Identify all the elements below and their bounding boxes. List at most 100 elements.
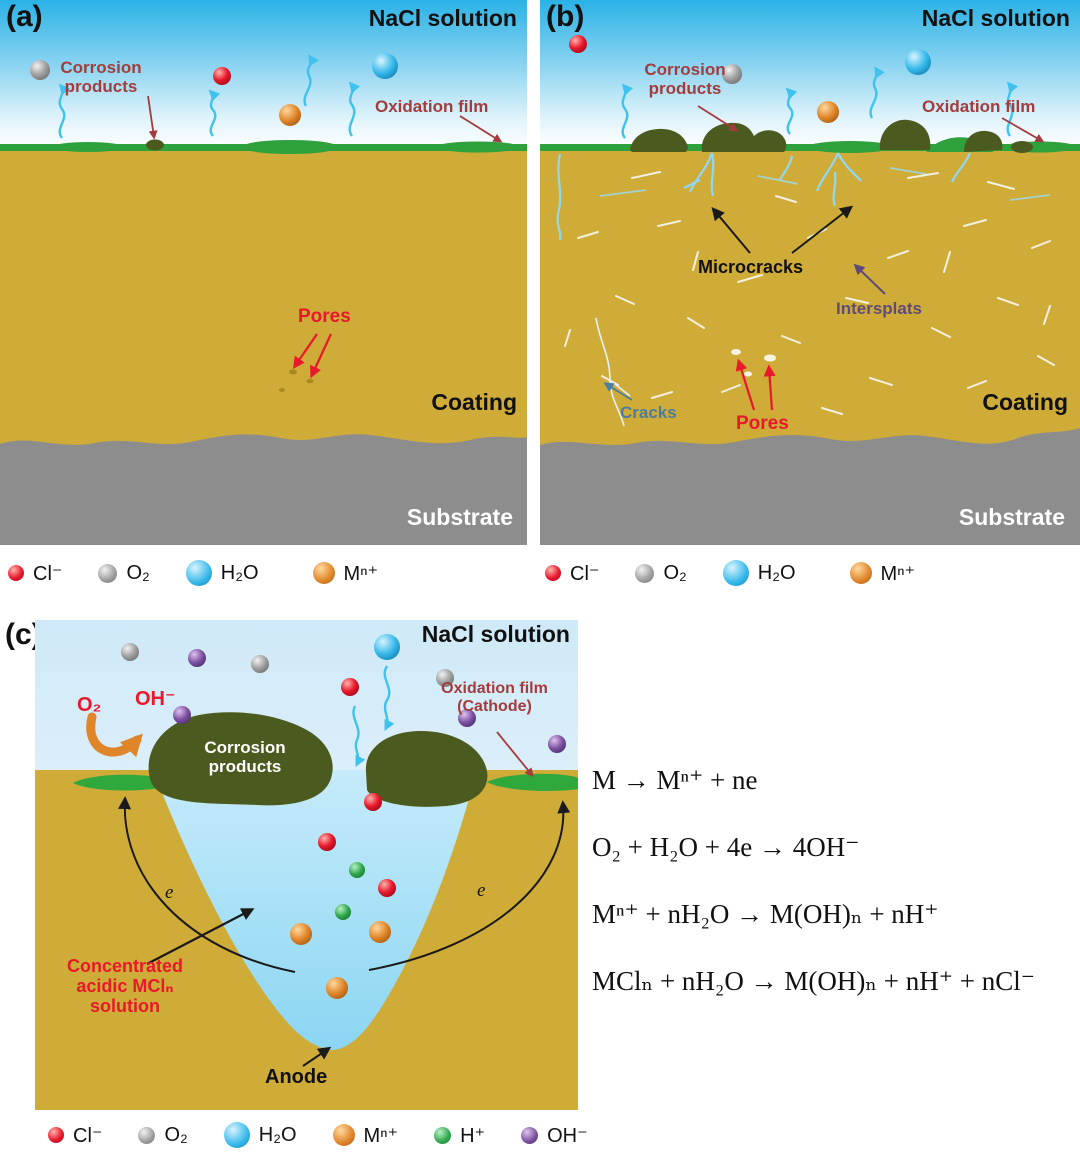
legend-label: H₂O bbox=[258, 1123, 297, 1146]
legend-item-oh: OH⁻ bbox=[521, 1123, 588, 1148]
legend-item-mn: Mⁿ⁺ bbox=[332, 1123, 399, 1148]
panel-a-graphic bbox=[0, 0, 527, 545]
substrate-region bbox=[540, 428, 1080, 545]
legend-item-o2: O₂ bbox=[98, 561, 150, 585]
oxidation-film-label: Oxidation film bbox=[375, 97, 489, 116]
legend-label: H⁺ bbox=[460, 1124, 486, 1147]
legend-label: Cl⁻ bbox=[33, 562, 63, 585]
o2-ion-icon bbox=[138, 1126, 156, 1144]
legend-item-h2o: H₂O bbox=[223, 1122, 297, 1148]
legend-label: Cl⁻ bbox=[570, 562, 600, 585]
reaction-equations: M → Mⁿ⁺ + ne O₂ + H₂O + 4e → 4OH⁻ Mⁿ⁺ + … bbox=[592, 765, 1035, 1033]
equation-4: MClₙ + nH₂O → M(OH)ₙ + nH⁺ + nCl⁻ bbox=[592, 966, 1035, 996]
oh-label: OH⁻ bbox=[135, 688, 176, 710]
evaporation-arrows bbox=[621, 66, 1019, 139]
intersplats-arrow bbox=[853, 263, 886, 295]
panel-c: NaCl solution O₂ OH⁻ Corrosion products … bbox=[35, 620, 578, 1110]
legend-item-h: H⁺ bbox=[434, 1123, 485, 1148]
legend-label: H₂O bbox=[757, 561, 796, 584]
cl-ion-icon bbox=[48, 1127, 64, 1143]
microcracks-arrows bbox=[711, 205, 854, 254]
substrate-label: Substrate bbox=[406, 504, 513, 530]
substrate-region bbox=[0, 434, 527, 545]
surface-moisture-streaks bbox=[599, 167, 1051, 201]
cathode-pointer bbox=[496, 731, 534, 778]
anode-pointer bbox=[302, 1046, 332, 1067]
legend-item-cl: Cl⁻ bbox=[48, 1123, 102, 1148]
panel-c-graphic bbox=[35, 620, 578, 1110]
substrate-label: Substrate bbox=[958, 504, 1065, 530]
panel-b-graphic bbox=[540, 0, 1080, 545]
legend-item-h2o: H₂O bbox=[722, 560, 796, 586]
mn-ion-icon bbox=[312, 562, 335, 584]
pit-ions bbox=[290, 793, 396, 999]
label-pointers bbox=[147, 95, 503, 143]
ingress-arrows bbox=[352, 665, 395, 767]
legend-label: Mⁿ⁺ bbox=[343, 562, 379, 585]
oxidation-film-cathode-label: Oxidation film (Cathode) bbox=[441, 680, 548, 715]
legend-label: O₂ bbox=[126, 561, 150, 584]
legend-label: Mⁿ⁺ bbox=[880, 562, 916, 585]
nacl-solution-label: NaCl solution bbox=[421, 621, 570, 647]
legend-panel-c: Cl⁻ O₂ H₂O Mⁿ⁺ H⁺ OH⁻ bbox=[48, 1122, 624, 1148]
corrosion-products-label: Corrosion products bbox=[204, 738, 286, 777]
corrosion-products-label: Corrosion products bbox=[644, 60, 726, 99]
h-ion-icon bbox=[434, 1126, 452, 1144]
equation-2: O₂ + H₂O + 4e → 4OH⁻ bbox=[592, 832, 860, 862]
anode-label: Anode bbox=[265, 1066, 328, 1088]
corrosion-product-speck bbox=[146, 139, 164, 151]
label-pointers bbox=[697, 105, 1045, 143]
oxidation-film-label: Oxidation film bbox=[922, 97, 1036, 116]
mn-ion-icon bbox=[849, 562, 872, 584]
pores-label: Pores bbox=[736, 413, 789, 434]
legend-panel-b: Cl⁻ O₂ H₂O Mⁿ⁺ bbox=[545, 560, 951, 586]
panel-b-tag: (b) bbox=[546, 0, 585, 33]
cracks-label: Cracks bbox=[620, 403, 677, 422]
oxidation-film bbox=[0, 140, 527, 154]
legend-item-mn: Mⁿ⁺ bbox=[312, 561, 379, 586]
intersplats-label: Intersplats bbox=[836, 299, 922, 318]
h2o-ion-icon bbox=[185, 560, 212, 586]
pores-specks bbox=[279, 369, 314, 392]
o2-label: O₂ bbox=[77, 694, 102, 716]
h2o-ion-icon bbox=[223, 1122, 250, 1148]
o2-ion bbox=[722, 64, 742, 84]
concentrated-acidic-solution-label: Concentrated acidic MClₙ solution bbox=[66, 956, 183, 1017]
corrosion-pit bbox=[153, 770, 477, 1050]
legend-label: Cl⁻ bbox=[73, 1124, 103, 1147]
coating-label: Coating bbox=[982, 389, 1068, 415]
legend-label: OH⁻ bbox=[547, 1124, 588, 1147]
coating-region bbox=[540, 147, 1080, 447]
cl-ion bbox=[569, 35, 587, 53]
legend-panel-a: Cl⁻ O₂ H₂O Mⁿ⁺ bbox=[8, 560, 414, 586]
electron-label-left: e bbox=[165, 882, 174, 903]
o2-ion bbox=[30, 60, 50, 80]
legend-item-o2: O₂ bbox=[138, 1123, 188, 1147]
panel-a: (a) NaCl solution Corrosion products Oxi… bbox=[0, 0, 527, 545]
legend-label: O₂ bbox=[164, 1123, 188, 1146]
nacl-solution-label: NaCl solution bbox=[921, 5, 1070, 31]
o2-reduction-arrow bbox=[86, 712, 143, 758]
legend-item-cl: Cl⁻ bbox=[8, 561, 62, 586]
mn-ion-icon bbox=[332, 1124, 355, 1146]
solution-ions bbox=[121, 634, 566, 753]
cl-ion bbox=[213, 67, 231, 85]
legend-label: Mⁿ⁺ bbox=[363, 1124, 399, 1147]
electron-label-right: e bbox=[477, 880, 486, 901]
electron-paths bbox=[118, 796, 571, 973]
evaporation-arrows bbox=[58, 54, 361, 139]
panel-b: (b) NaCl solution Corrosion products Oxi… bbox=[540, 0, 1080, 545]
cl-ion-icon bbox=[8, 565, 24, 581]
microcracks bbox=[556, 152, 972, 241]
nacl-solution-region bbox=[540, 0, 1080, 150]
h2o-ion bbox=[905, 49, 931, 75]
mn-ion bbox=[817, 101, 839, 123]
o2-ion-icon bbox=[98, 563, 118, 583]
legend-item-o2: O₂ bbox=[635, 562, 687, 585]
acidic-solution-arrow bbox=[146, 908, 255, 965]
coating-label: Coating bbox=[431, 389, 517, 415]
h2o-ion bbox=[372, 53, 398, 79]
corrosion-products-blobs bbox=[148, 712, 488, 807]
o2-ion-icon bbox=[635, 563, 655, 583]
